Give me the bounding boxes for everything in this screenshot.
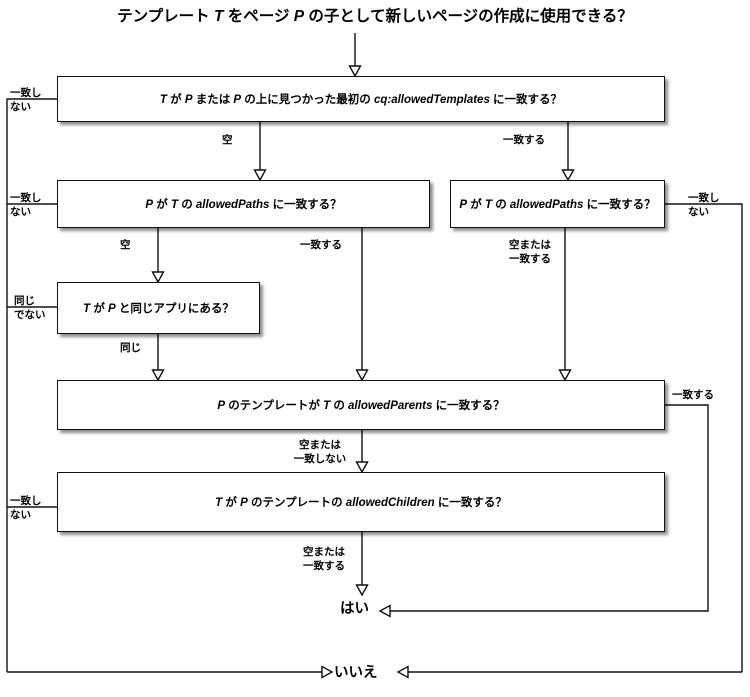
edge-label-empty-or-match-3: 空または 一致する [497, 238, 563, 266]
title-part-b: をページ [223, 8, 294, 25]
edge-label-empty-1: 空 [222, 134, 233, 146]
edge-label-line: 一致し [688, 192, 720, 204]
edge-label-match-2: 一致する [300, 239, 342, 251]
node-allowed-paths-left[interactable]: P が T の allowedPaths に一致する？ [57, 180, 430, 228]
edge-label-not-same: 同じ でない [14, 294, 46, 322]
edge-label-line: 一致する [509, 253, 551, 266]
node-label: T が P と同じアプリにある？ [83, 303, 234, 315]
edge-label-no-match-children: 一致し ない [10, 494, 42, 522]
edge-label-line: 一致し [10, 87, 42, 99]
edge-label-line: 空または [299, 439, 341, 451]
edge-label-no-match-2: 一致し ない [10, 191, 42, 219]
terminal-yes: はい [340, 601, 369, 617]
edge-label-empty-or-match-children: 空または 一致する [289, 545, 359, 573]
node-allowed-parents[interactable]: P のテンプレートが T の allowedParents に一致する？ [57, 380, 665, 430]
terminal-no: いいえ [334, 665, 378, 681]
title-var-t: T [213, 8, 224, 25]
title-var-p: P [293, 8, 305, 25]
edge-label-no-match-3: 一致し ない [688, 191, 720, 219]
edge-label-line: ない [10, 101, 31, 114]
edge-label-match-parents: 一致する [672, 389, 714, 401]
node-same-app[interactable]: T が P と同じアプリにある？ [57, 282, 260, 334]
node-cq-allowed-templates[interactable]: T が P または P の上に見つかった最初の cq:allowedTempla… [57, 76, 665, 122]
node-label: T が P のテンプレートの allowedChildren に一致する？ [215, 497, 507, 509]
node-label: T が P または P の上に見つかった最初の cq:allowedTempla… [159, 94, 563, 106]
edge-label-line: 同じ [14, 295, 35, 307]
edge-label-line: 一致しない [293, 453, 347, 466]
node-allowed-children[interactable]: T が P のテンプレートの allowedChildren に一致する？ [57, 472, 665, 532]
edge-label-line: 空または [303, 546, 345, 558]
page-title: テンプレート T をページ P の子として新しいページの作成に使用できる？ [0, 4, 750, 26]
edge-label-empty-or-no-match: 空または 一致しない [281, 438, 359, 466]
edge-label-empty-2: 空 [120, 239, 131, 251]
edge-label-line: ない [10, 509, 31, 522]
edge-label-same: 同じ [120, 342, 141, 354]
node-label: P が T の allowedPaths に一致する？ [145, 199, 342, 211]
node-allowed-paths-right[interactable]: P が T の allowedPaths に一致する？ [450, 180, 665, 228]
edge-label-line: でない [14, 309, 46, 322]
node-label: P が T の allowedPaths に一致する？ [459, 199, 656, 211]
edge-label-no-match-1: 一致し ない [10, 86, 42, 114]
node-label: P のテンプレートが T の allowedParents に一致する？ [217, 400, 505, 412]
edge-label-match-1: 一致する [503, 134, 545, 146]
edge-label-line: ない [688, 206, 709, 219]
title-part-c: の子として新しいページの作成に使用できる？ [304, 8, 633, 25]
edge-label-line: 一致し [10, 495, 42, 507]
edge-label-line: 一致する [303, 560, 345, 573]
edge-label-line: 空または [509, 239, 551, 251]
edge-label-line: 一致し [10, 192, 42, 204]
title-part-a: テンプレート [117, 8, 214, 25]
edge-label-line: ない [10, 206, 31, 219]
